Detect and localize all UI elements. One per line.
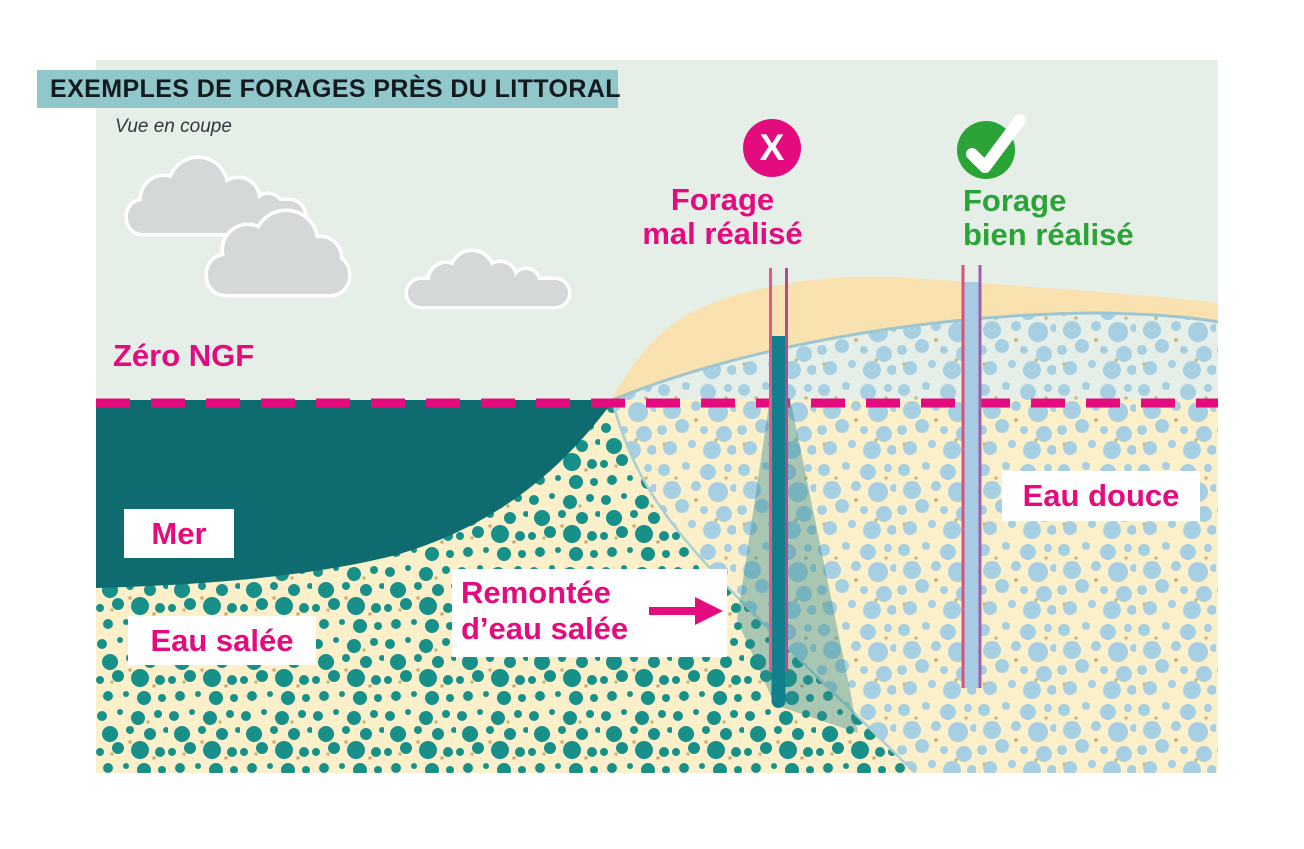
arrow-right-icon <box>647 593 725 629</box>
salt-fresh-interface-line <box>610 399 916 773</box>
good-well-caption-line2: bien réalisé <box>963 217 1134 252</box>
fresh-water-zone <box>612 313 1218 773</box>
sea-label: Mer <box>124 509 234 558</box>
check-icon <box>957 114 1026 179</box>
fresh-water-label: Eau douce <box>1002 471 1200 521</box>
fresh-water-label-text: Eau douce <box>1022 478 1180 513</box>
bad-well-caption: Forage mal réalisé <box>615 183 830 251</box>
bad-well <box>769 268 788 709</box>
subtitle: Vue en coupe <box>115 116 232 137</box>
x-icon-glyph: X <box>759 127 785 168</box>
salt-water-label-text: Eau salée <box>150 622 294 658</box>
zero-ngf-label: Zéro NGF <box>113 338 255 373</box>
good-well-caption: Forage bien réalisé <box>963 184 1203 252</box>
page-title: EXEMPLES DE FORAGES PRÈS DU LITTORAL <box>50 74 621 103</box>
cross-section-scene <box>96 60 1218 773</box>
upconing-label: Remontée d’eau salée <box>452 569 727 657</box>
title-bar: EXEMPLES DE FORAGES PRÈS DU LITTORAL <box>37 70 621 108</box>
good-well-caption-line1: Forage <box>963 183 1067 218</box>
bad-well-caption-line2: mal réalisé <box>642 216 803 251</box>
good-well-fresh-column <box>964 282 979 688</box>
x-icon: X <box>743 119 801 177</box>
salt-water-label: Eau salée <box>128 616 316 665</box>
dune-band <box>612 276 1218 400</box>
sea-label-text: Mer <box>151 515 207 551</box>
bad-well-salt-column <box>771 336 786 709</box>
upconing-label-line2: d’eau salée <box>461 611 629 646</box>
cross-section-drawing <box>96 60 1218 773</box>
good-well <box>961 265 982 688</box>
upconing-label-line1: Remontée <box>461 575 611 610</box>
bad-well-caption-line1: Forage <box>670 182 775 217</box>
salt-upconing-cone <box>737 398 858 733</box>
